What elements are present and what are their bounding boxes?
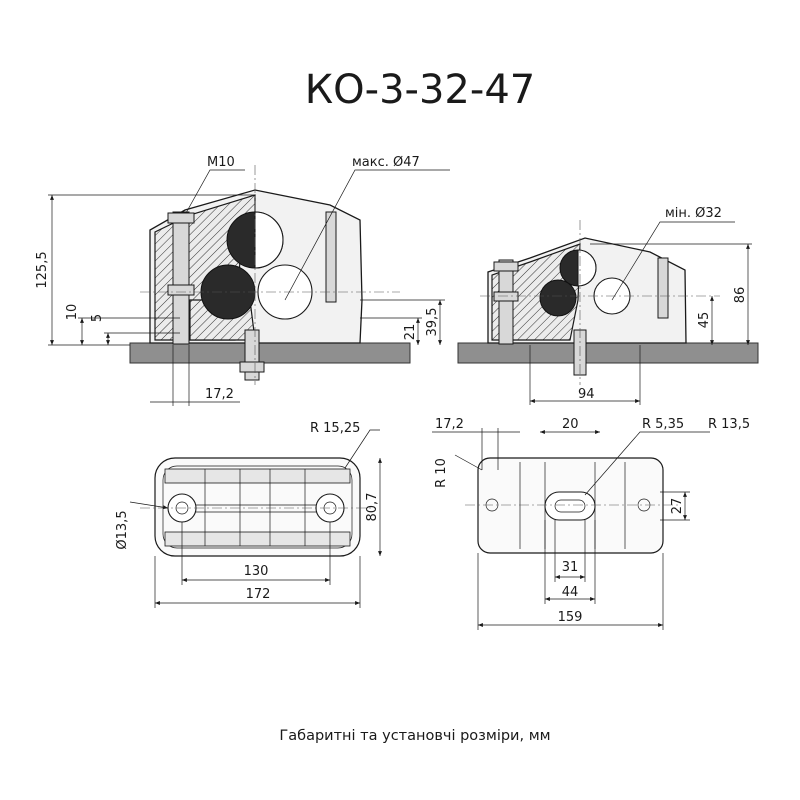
slot [544,491,596,521]
dim-17-2-b: 17,2 [435,417,464,432]
side-view-left [48,165,450,406]
plan-view-right [432,428,710,630]
dim-44: 44 [562,585,579,600]
cable-small-dark-b [539,279,577,317]
dim-39-5: 39,5 [425,308,440,337]
dim-80-7: 80,7 [365,493,380,522]
dim-max-d47: макс. Ø47 [352,155,420,170]
bolt-left-nut-mid [167,284,195,296]
stud-right-view [657,257,669,319]
dim-r13-5: R 13,5 [708,417,750,432]
bolt-right-view [498,259,514,345]
dim-159: 159 [558,610,583,625]
bolt-left-nut-top [167,212,195,224]
bolt-right-nut-top [493,261,519,272]
dim-21: 21 [403,324,418,341]
dim-20: 20 [562,417,579,432]
dim-r15-25: R 15,25 [310,421,360,436]
dim-10: 10 [65,304,80,321]
plan-view-left [129,429,382,608]
side-view-right [457,220,759,405]
dim-r10: R 10 [434,458,449,488]
page-title: КО-3-32-47 [305,67,535,113]
dim-31: 31 [562,560,579,575]
bolt-right-nut-mid [493,291,519,302]
mounting-base-plate [129,342,411,364]
cable-large-light-half [254,211,284,269]
rib-top [164,468,351,484]
bolt-right-stud [325,211,337,303]
bolt-bottom-nut [239,361,265,373]
rib-bottom [164,531,351,547]
dim-45: 45 [697,312,712,329]
dim-125-5: 125,5 [35,251,50,288]
dim-27: 27 [670,498,685,515]
dim-5: 5 [90,314,105,322]
dim-130: 130 [244,564,269,579]
dim-86: 86 [733,287,748,304]
cable-small-light-half [577,249,597,287]
cable-lower-dark [200,264,256,320]
dim-m10: М10 [207,155,235,170]
dim-172: 172 [246,587,271,602]
caption: Габаритні та установчі розміри, мм [279,728,550,744]
dim-94: 94 [578,387,595,402]
mounting-base-plate-right [457,342,759,364]
dim-r5-35: R 5,35 [642,417,684,432]
dim-17-2-a: 17,2 [205,387,234,402]
dim-d13-5: Ø13,5 [115,510,130,549]
dim-min-d32: мін. Ø32 [665,206,722,221]
bolt-left [172,211,190,345]
